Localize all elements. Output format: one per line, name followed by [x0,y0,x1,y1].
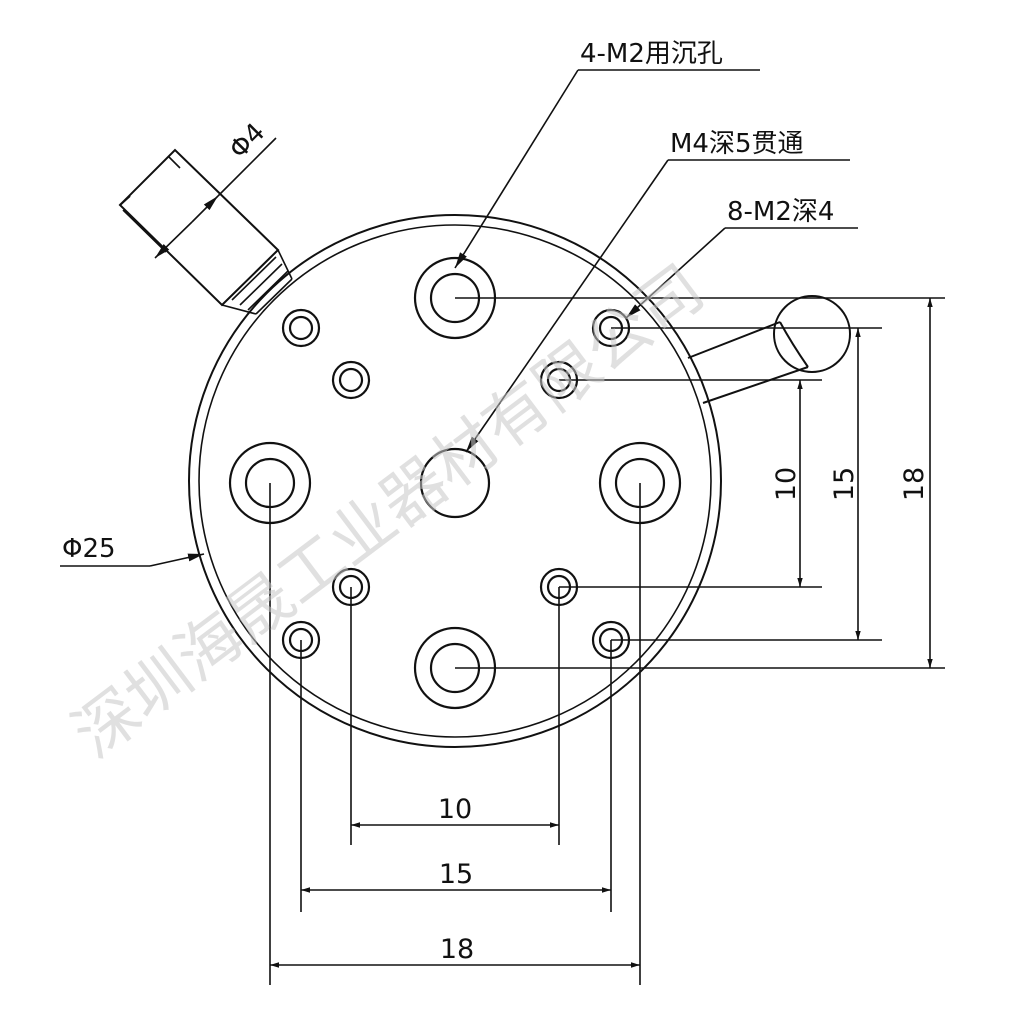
horizontal-extension-lines [455,297,945,669]
dim-v-10: 10 [771,467,802,501]
connector-diameter-dim [154,137,277,259]
label-diameter-25: Φ25 [62,534,116,564]
horizontal-dimension-lines [270,822,640,968]
outer-body-circle [188,214,722,748]
cable-connector [118,148,293,315]
vertical-dimension-lines [797,298,933,668]
dim-v-15: 15 [829,467,860,501]
inner-body-circle [198,224,712,738]
label-diameter-4: Φ4 [224,118,271,165]
callout-leaders [60,69,858,567]
vertical-extension-lines [269,483,641,985]
callout-m2-depth: 8-M2深4 [727,197,834,227]
dim-h-10: 10 [438,794,472,825]
dim-h-18: 18 [440,934,474,965]
callout-m4-through: M4深5贯通 [670,129,804,159]
callout-counterbore: 4-M2用沉孔 [580,39,723,69]
dim-v-18: 18 [899,467,930,501]
dim-h-15: 15 [439,859,473,890]
center-m4-hole [419,447,491,519]
